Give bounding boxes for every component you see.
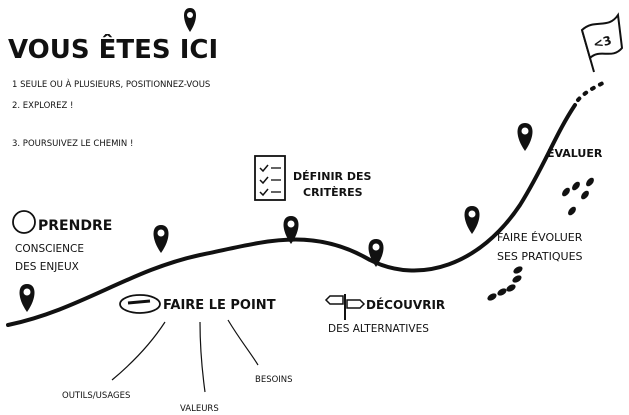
- checklist-icon: [254, 155, 286, 201]
- footprints-icon: [487, 266, 523, 301]
- stage-prendre-line3: DES ENJEUX: [15, 261, 79, 273]
- flag-label: <3: [592, 33, 613, 51]
- map-pin-icon: [153, 225, 169, 253]
- stage-evaluer: ÉVALUER: [547, 147, 603, 160]
- path-dotted-continuation: [576, 80, 607, 102]
- map-pin-icon: [464, 206, 480, 234]
- step-2: 2. EXPLOREZ !: [12, 101, 73, 111]
- stage-evoluer-line2: SES PRATIQUES: [497, 250, 583, 263]
- four-circle-icon: [12, 210, 36, 234]
- map-pin-icon: [368, 239, 384, 267]
- path-line: [6, 103, 577, 327]
- stage-prendre-title: PRENDRE: [38, 218, 112, 234]
- stage-decouvrir-line2: DES ALTERNATIVES: [328, 323, 429, 335]
- branch-besoins: BESOINS: [255, 375, 293, 385]
- stage-prendre-line2: CONSCIENCE: [15, 243, 84, 255]
- map-pin-icon: [283, 216, 299, 244]
- footprints-icon: [562, 177, 594, 216]
- branch-outils: OUTILS/USAGES: [62, 391, 130, 401]
- branch-line: [111, 321, 166, 381]
- map-pin-icon: [19, 284, 35, 312]
- map-pin-icon: [184, 8, 196, 32]
- map-pin-icon: [517, 123, 533, 151]
- stage-decouvrir-line1: DÉCOUVRIR: [366, 297, 445, 312]
- signpost-icon: [324, 294, 366, 320]
- stage-definir-line1: DÉFINIR DES: [293, 170, 371, 183]
- branch-line: [199, 321, 206, 393]
- page-title: VOUS ÊTES ICI: [8, 33, 218, 65]
- branch-line: [227, 319, 259, 366]
- branch-valeurs: VALEURS: [180, 404, 219, 414]
- step-3: 3. POURSUIVEZ LE CHEMIN !: [12, 139, 133, 149]
- flag-icon: [580, 12, 624, 73]
- stage-evoluer-line1: FAIRE ÉVOLUER: [497, 231, 583, 244]
- stage-definir-line2: CRITÈRES: [303, 186, 363, 199]
- stone-icon: [119, 294, 161, 314]
- step-1: 1 SEULE OU À PLUSIEURS, POSITIONNEZ-VOUS: [12, 78, 210, 90]
- stage-faire-le-point: FAIRE LE POINT: [163, 298, 276, 313]
